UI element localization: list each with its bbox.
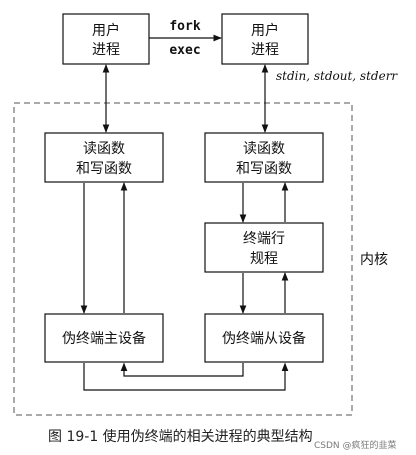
pty-master-label: 伪终端主设备 — [62, 330, 146, 347]
figure-caption: 图 19-1 使用伪终端的相关进程的典型结构 — [48, 428, 313, 445]
rw-right-line1: 读函数 — [243, 140, 285, 157]
line-discipline-box: 终端行 规程 — [204, 222, 324, 273]
rw-left-line1: 读函数 — [83, 140, 125, 157]
rw-functions-left-box: 读函数 和写函数 — [44, 132, 164, 183]
rw-functions-right-box: 读函数 和写函数 — [204, 132, 324, 183]
kernel-label: 内核 — [360, 252, 388, 268]
user-process-right-line2: 进程 — [251, 42, 279, 58]
stdio-label: stdin, stdout, stderr — [276, 69, 398, 83]
line-discipline-line2: 规程 — [250, 251, 278, 267]
pty-slave-box: 伪终端从设备 — [204, 313, 324, 363]
user-process-left-line2: 进程 — [92, 42, 120, 58]
user-process-right-box: 用户 进程 — [221, 13, 309, 65]
rw-right-line2: 和写函数 — [236, 161, 292, 177]
user-process-left-line1: 用户 — [92, 22, 120, 39]
user-process-right-line1: 用户 — [251, 22, 279, 39]
line-discipline-line1: 终端行 — [243, 231, 285, 247]
fork-label: fork — [169, 19, 200, 34]
slave-to-master-path — [120, 362, 244, 377]
pty-master-box: 伪终端主设备 — [44, 313, 164, 363]
pty-slave-label: 伪终端从设备 — [222, 330, 306, 347]
kernel-boundary — [13, 102, 353, 416]
master-to-slave-path — [83, 362, 289, 391]
exec-label: exec — [169, 43, 200, 58]
rw-left-line2: 和写函数 — [76, 161, 132, 177]
watermark: CSDN @疯狂的韭菜 — [314, 439, 397, 451]
user-process-left-box: 用户 进程 — [62, 13, 150, 65]
